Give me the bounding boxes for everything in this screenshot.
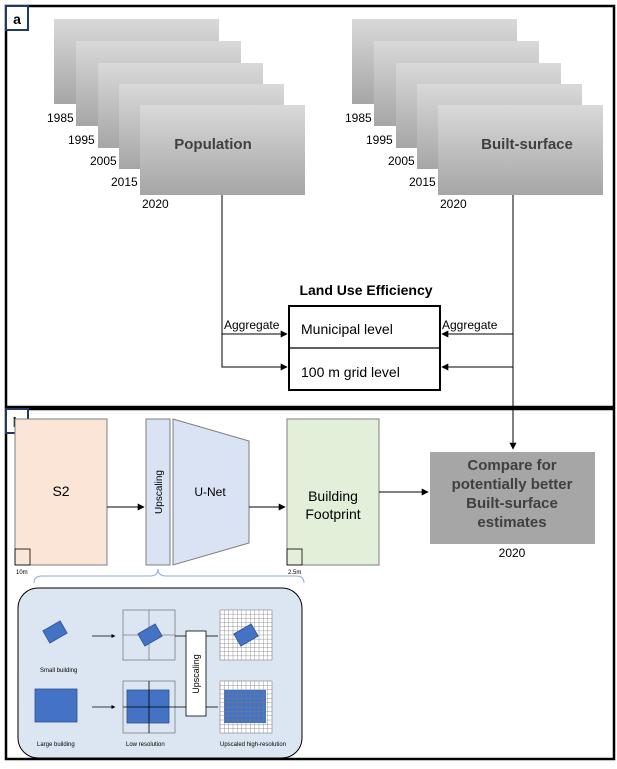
built-layer-2020 — [438, 105, 603, 195]
low-resolution-label: Low resolution — [126, 742, 165, 748]
compare-line-4: estimates — [477, 514, 546, 531]
population-year-1995: 1995 — [68, 133, 95, 147]
aggregate-left-label: Aggregate — [224, 318, 280, 332]
lue-municipal-level: Municipal level — [301, 321, 393, 337]
small-building-label: Small building — [40, 668, 77, 674]
panel-a-label: a — [13, 11, 21, 27]
panel-b-frame — [4, 407, 616, 761]
panel-a-label-box — [5, 5, 29, 31]
upscaling-label: Upscaling — [154, 470, 165, 514]
population-to-grid-arrow — [221, 195, 288, 371]
highres-large-building — [224, 690, 266, 723]
inset-upscaling-box — [185, 630, 207, 717]
built-year-1985: 1985 — [345, 111, 372, 125]
population-layer-2020 — [140, 105, 305, 195]
unet-block — [172, 418, 250, 566]
compare-line-1: Compare for — [467, 457, 556, 474]
compare-line-2: potentially better — [452, 476, 573, 493]
built-year-1995: 1995 — [366, 133, 393, 147]
population-year-2005: 2005 — [90, 154, 117, 168]
upscaling-box — [145, 418, 171, 566]
highres-grid-bottom-lines — [220, 681, 272, 733]
s2-scale-label: 10m — [16, 570, 28, 576]
highres-small-building — [233, 623, 259, 647]
large-building-icon — [34, 688, 78, 723]
unet-label: U-Net — [194, 485, 226, 499]
lowres-large-building — [126, 689, 170, 724]
footprint-box — [286, 418, 380, 566]
small-building-icon — [42, 620, 68, 644]
built-surface-title: Built-surface — [481, 136, 573, 153]
large-building-label: Large building — [37, 742, 75, 748]
inset-bracket — [33, 568, 305, 584]
footprint-scale-label: 2.5m — [288, 570, 301, 576]
inset-upscaling-label: Upscaling — [191, 654, 201, 694]
upscaled-label: Upscaled high-resolution — [220, 742, 286, 748]
lue-grid-level: 100 m grid level — [301, 364, 400, 380]
footprint-label-line1: Building — [308, 488, 358, 504]
footprint-pixel-marker — [286, 548, 303, 566]
s2-box — [14, 418, 108, 566]
compare-line-3: Built-surface — [466, 495, 558, 512]
population-year-2015: 2015 — [111, 175, 138, 189]
population-year-1985: 1985 — [47, 111, 74, 125]
built-year-2005: 2005 — [388, 154, 415, 168]
built-to-grid-arrow — [441, 195, 514, 371]
built-surface-stack: 1985 1995 2005 2015 2020 Built-surface — [345, 19, 603, 211]
built-year-2015: 2015 — [409, 175, 436, 189]
upscaling-inset: Small building Large building Low resolu… — [17, 587, 303, 759]
footprint-label-line2: Footprint — [305, 506, 360, 522]
lowres-small-building — [137, 623, 163, 647]
built-year-2020: 2020 — [440, 197, 467, 211]
aggregate-right-label: Aggregate — [442, 318, 498, 332]
panel-a-frame — [4, 4, 616, 409]
population-year-2020: 2020 — [142, 197, 169, 211]
population-stack: 1985 1995 2005 2015 2020 Population — [47, 19, 305, 211]
compare-year: 2020 — [499, 546, 526, 560]
lue-title: Land Use Efficiency — [299, 282, 432, 298]
s2-pixel-marker — [14, 548, 31, 566]
s2-label: S2 — [52, 483, 69, 499]
compare-box — [430, 452, 595, 544]
population-title: Population — [174, 136, 252, 153]
